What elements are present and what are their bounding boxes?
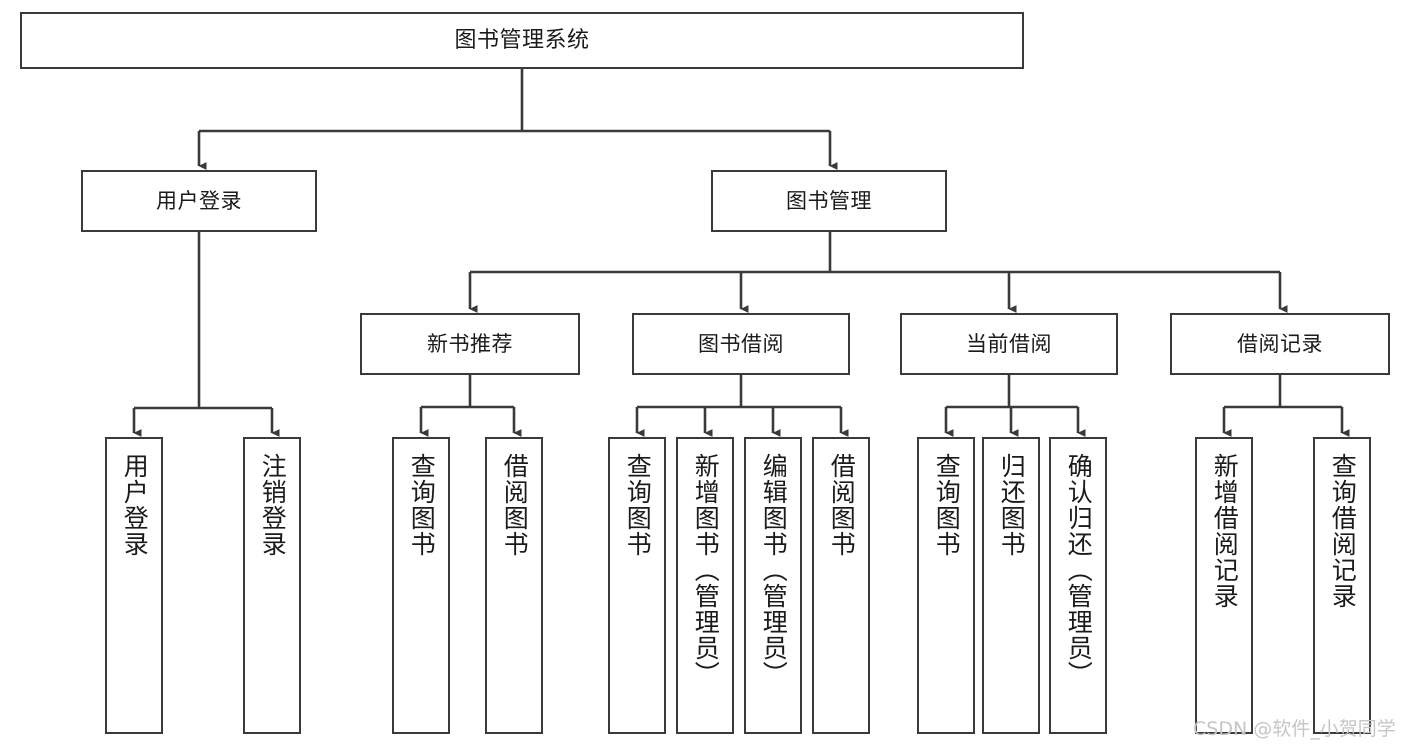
node-label: 注销登录	[258, 453, 288, 557]
node-label: 新增图书（管理员）	[691, 453, 721, 687]
node-label: 查询图书	[623, 453, 653, 557]
csdn-watermark: CSDN @软件_小贺同学	[1193, 718, 1396, 740]
node-label: 图书管理系统	[454, 27, 590, 53]
leaf-logout[interactable]: 注销登录	[243, 437, 301, 734]
node-label: 图书管理	[786, 188, 872, 213]
leaf-new-book-query-book[interactable]: 查询图书	[392, 437, 450, 734]
node-label: 确认归还（管理员）	[1064, 453, 1094, 687]
node-label: 借阅记录	[1237, 331, 1323, 356]
leaf-current-borrow-query-book[interactable]: 查询图书	[917, 437, 975, 734]
leaf-book-borrow-borrow-book[interactable]: 借阅图书	[812, 437, 870, 734]
leaf-book-borrow-query-book[interactable]: 查询图书	[608, 437, 666, 734]
node-root-book-management-system[interactable]: 图书管理系统	[20, 12, 1024, 69]
leaf-new-book-borrow-book[interactable]: 借阅图书	[485, 437, 543, 734]
leaf-current-borrow-confirm-return-admin[interactable]: 确认归还（管理员）	[1049, 437, 1107, 734]
leaf-user-login[interactable]: 用户登录	[105, 437, 163, 734]
node-label: 用户登录	[120, 453, 150, 557]
node-label: 新书推荐	[427, 331, 513, 356]
node-label: 编辑图书（管理员）	[759, 453, 789, 687]
node-label: 当前借阅	[966, 331, 1052, 356]
node-new-book-recommend[interactable]: 新书推荐	[360, 313, 580, 375]
node-book-management[interactable]: 图书管理	[711, 170, 947, 232]
leaf-current-borrow-return-book[interactable]: 归还图书	[982, 437, 1040, 734]
node-label: 图书借阅	[698, 331, 784, 356]
node-label: 查询图书	[407, 453, 437, 557]
node-label: 借阅图书	[500, 453, 530, 557]
leaf-book-borrow-add-book-admin[interactable]: 新增图书（管理员）	[676, 437, 734, 734]
node-user-login[interactable]: 用户登录	[81, 170, 317, 232]
leaf-borrow-record-add-record[interactable]: 新增借阅记录	[1195, 437, 1253, 734]
node-label: 新增借阅记录	[1210, 453, 1240, 609]
node-current-borrow[interactable]: 当前借阅	[900, 313, 1118, 375]
node-label: 查询借阅记录	[1328, 453, 1358, 609]
leaf-book-borrow-edit-book-admin[interactable]: 编辑图书（管理员）	[744, 437, 802, 734]
node-label: 查询图书	[932, 453, 962, 557]
node-label: 借阅图书	[827, 453, 857, 557]
node-label: 归还图书	[997, 453, 1027, 557]
node-borrow-record[interactable]: 借阅记录	[1170, 313, 1390, 375]
node-book-borrow[interactable]: 图书借阅	[632, 313, 850, 375]
node-label: 用户登录	[156, 188, 242, 213]
leaf-borrow-record-query-record[interactable]: 查询借阅记录	[1313, 437, 1371, 734]
